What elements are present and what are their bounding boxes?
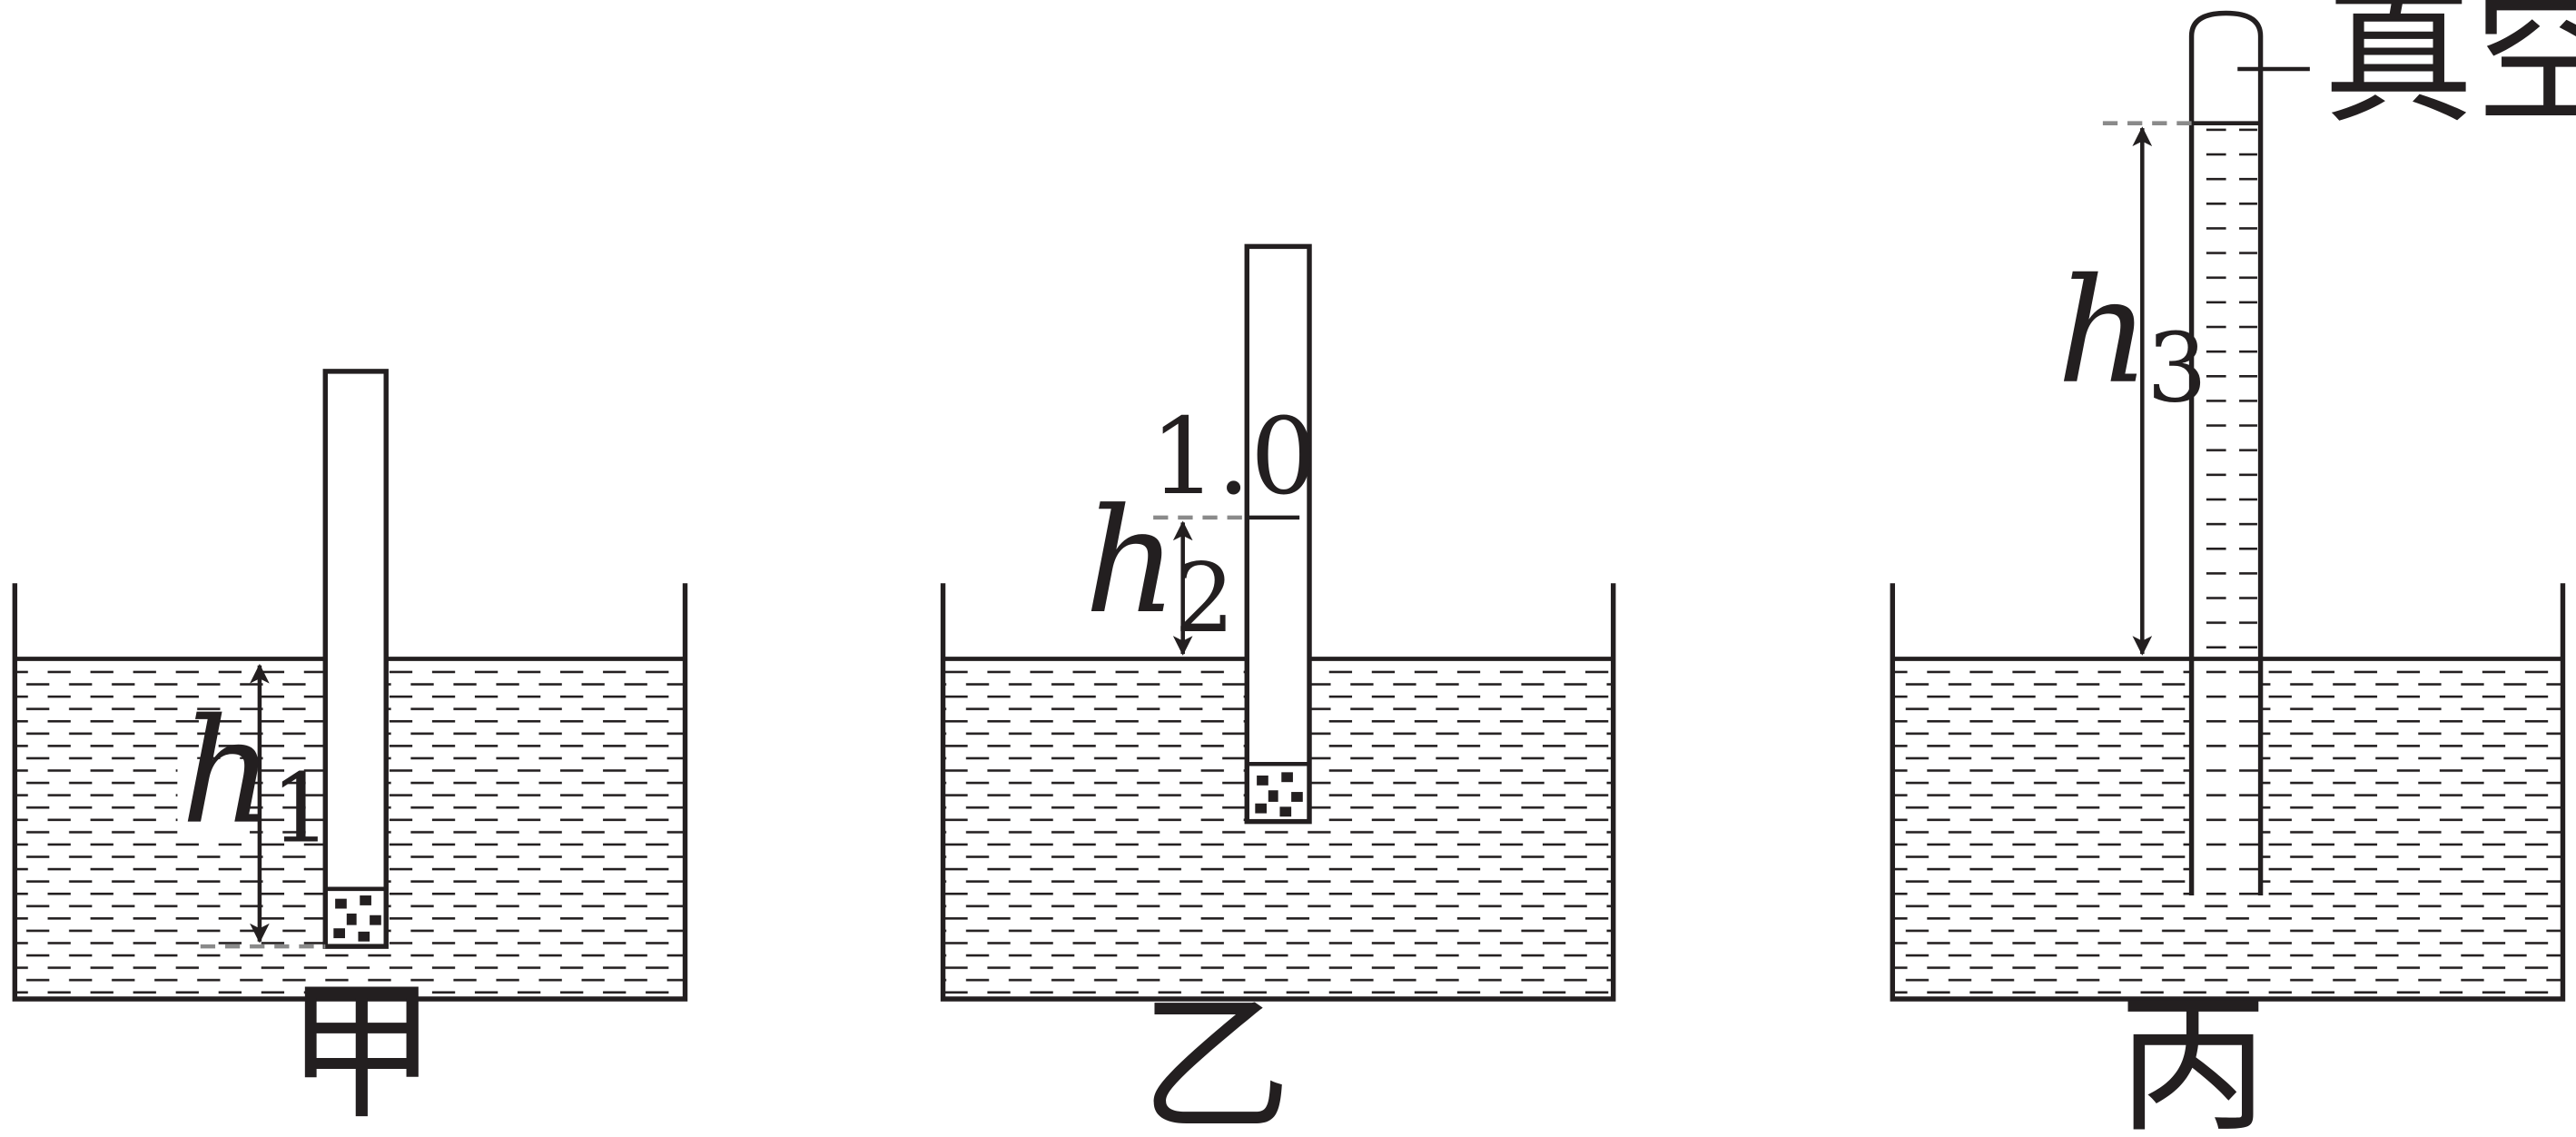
h2-label: h2: [1084, 477, 1235, 654]
ballast-particles: [1255, 772, 1303, 817]
barometer-tube: [2188, 10, 2264, 896]
ballast-particles: [333, 895, 381, 942]
beaker-outline: [1890, 583, 2566, 1002]
panel-yi: 1.0 h2 乙: [940, 243, 1616, 1137]
h1-label: h1: [181, 687, 331, 865]
vacuum-label: 真空: [2323, 0, 2576, 144]
caption-yi: 乙: [1140, 977, 1291, 1137]
beaker-outline: [12, 583, 688, 1002]
h3-label: h3: [2057, 247, 2207, 424]
caption-bing: 丙: [2117, 977, 2268, 1137]
tube-liquid-column: [2195, 124, 2257, 657]
scale-mark-label: 1.0: [1150, 397, 1318, 519]
panel-jia: h1 甲: [12, 369, 688, 1137]
beaker-outline: [940, 583, 1616, 1002]
hydrometer-tube: [1244, 243, 1312, 825]
panel-bing: 真空 h3 丙: [1890, 0, 2576, 1137]
caption-jia: 甲: [286, 964, 437, 1137]
hydrometer-tube: [322, 369, 389, 949]
